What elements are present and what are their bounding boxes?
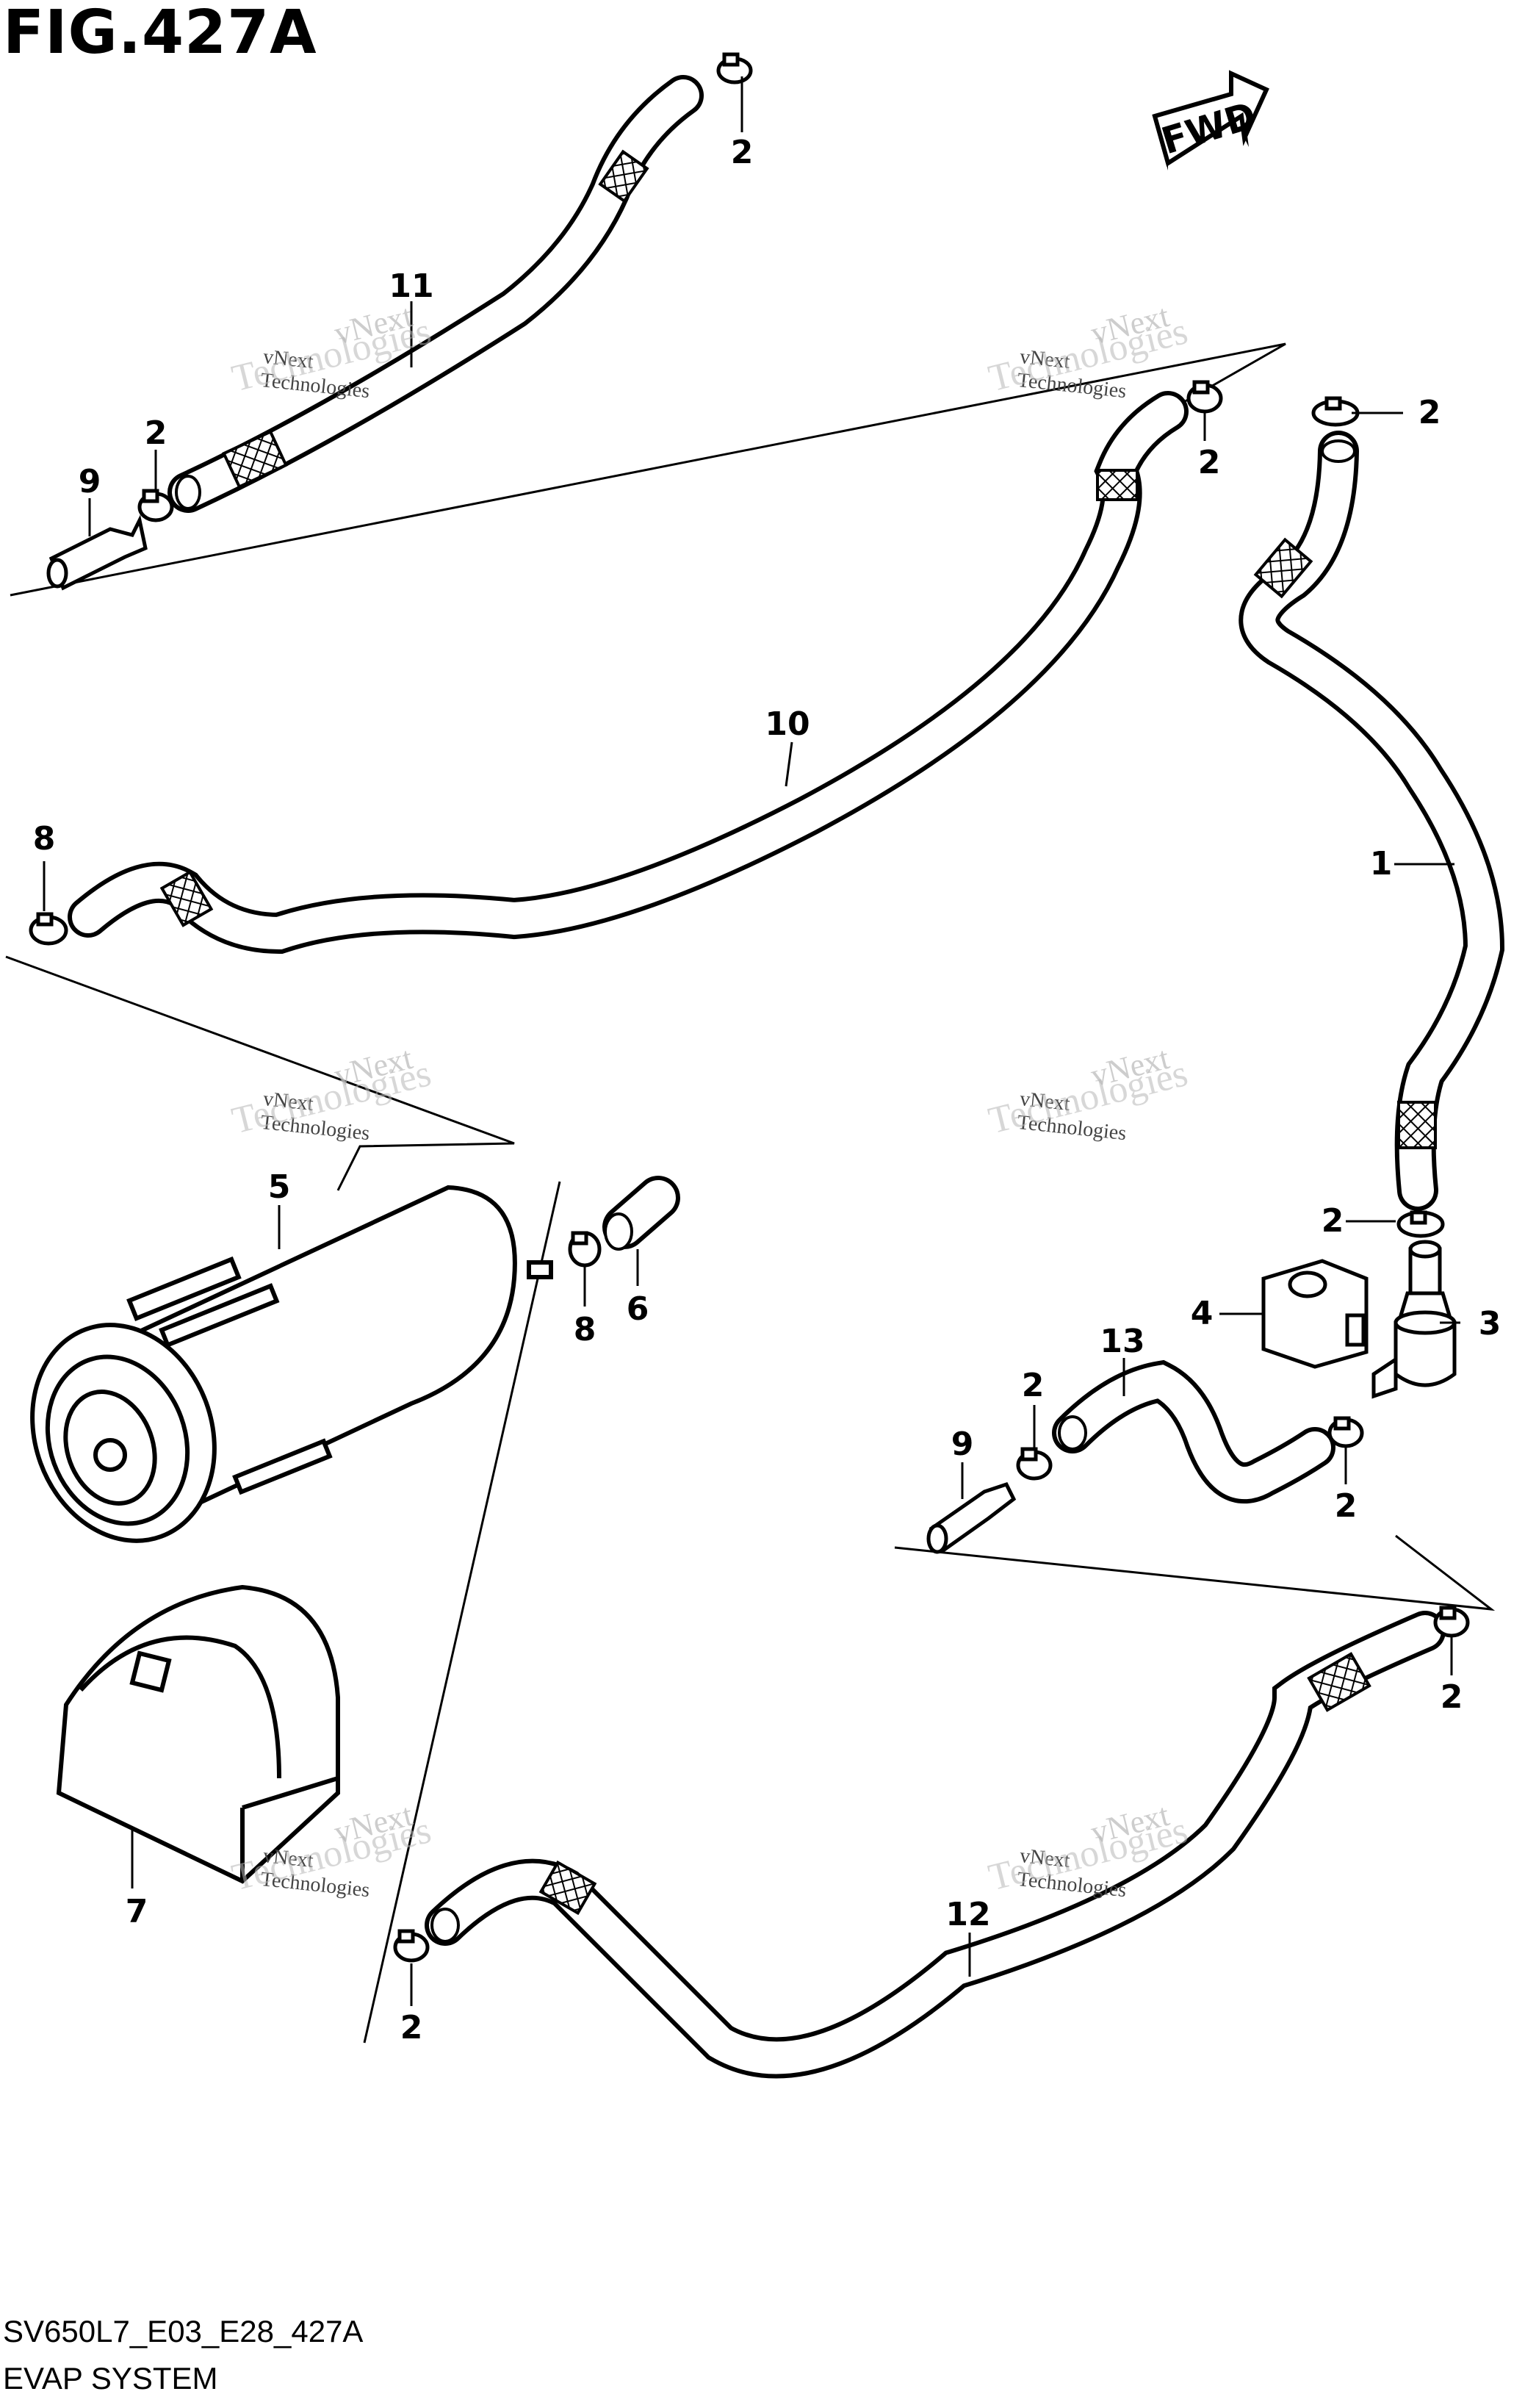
clamps [29,52,1470,1963]
clamp-8-canister [568,1231,602,1268]
callout-9: 9 [951,1426,974,1463]
callout-2: 2 [1335,1487,1358,1525]
hose-6 [602,1176,680,1251]
hose-13 [1052,1359,1335,1504]
cover-7 [56,1584,340,1884]
callout-2: 2 [1418,394,1441,431]
clamp-hose-13-right [1327,1416,1364,1448]
callout-5: 5 [268,1168,291,1206]
figure-title: FIG.427A [3,0,317,68]
callout-numbers: 2 11 2 9 2 2 10 8 1 2 3 4 13 2 9 2 2 8 6… [33,134,1501,2046]
bracket-4 [1261,1259,1369,1369]
clamp-top-hose-11-end [716,52,753,85]
callout-2: 2 [1322,1202,1344,1240]
clamp-hose-12-right [1433,1606,1470,1638]
callout-6: 6 [627,1290,649,1328]
clamp-hose-10-upper [1186,380,1223,414]
callout-2: 2 [1441,1678,1463,1716]
callout-8: 8 [574,1311,596,1348]
joint-9-lower [926,1481,1017,1554]
clamp-8-upper [29,912,68,946]
callout-2: 2 [731,134,754,171]
hose-11 [167,75,704,513]
callout-2: 2 [400,2009,423,2046]
hose-10 [68,391,1189,955]
clamp-hose-1-top [1311,396,1360,427]
callout-9: 9 [79,463,101,500]
hose-12 [425,1611,1446,2079]
hose-1 [1239,431,1505,1211]
clamp-hose-13-left [1016,1447,1053,1481]
assembly-guide-lines [5,342,1496,2044]
callout-11: 11 [389,267,433,305]
callout-13: 13 [1100,1323,1144,1360]
joint-9-upper [46,514,148,591]
diagram-code: SV650L7_E03_E28_427A [3,2314,364,2348]
callout-2: 2 [145,414,167,452]
clamp-hose-12-left [393,1929,430,1963]
callout-8: 8 [33,820,56,858]
callout-7: 7 [126,1893,148,1930]
canister-5 [30,1185,553,1543]
callout-12: 12 [945,1896,990,1933]
valve-3 [1371,1240,1457,1399]
callout-1: 1 [1370,845,1393,883]
callout-4: 4 [1191,1295,1214,1332]
callout-10: 10 [765,705,810,743]
leader-lines [43,76,1460,2006]
fwd-direction-arrow: FWD [1152,70,1269,170]
system-name: EVAP SYSTEM [3,2361,218,2396]
clamp-hose-1-bottom [1396,1210,1445,1238]
callout-3: 3 [1479,1305,1501,1343]
clamp-hose-11-left [137,489,174,522]
callout-2: 2 [1198,444,1221,481]
callout-2: 2 [1022,1367,1045,1404]
